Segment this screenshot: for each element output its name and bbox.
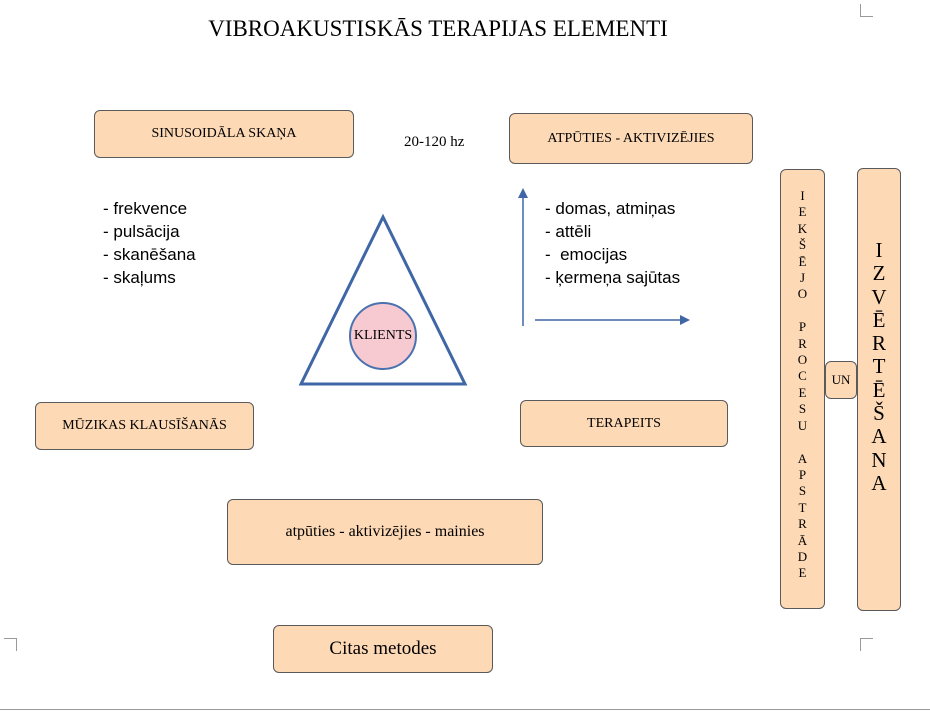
vertical-letter: O — [797, 352, 808, 368]
left-list: - frekvence - pulsācija - skanēšana - sk… — [103, 197, 196, 289]
vertical-letter: S — [798, 401, 807, 417]
vertical-letter: T — [872, 354, 886, 379]
list-item: - domas, atmiņas — [545, 199, 676, 218]
box-label: Citas metodes — [329, 638, 437, 659]
list-item: - skaļums — [103, 268, 176, 287]
vertical-letter: J — [799, 270, 806, 286]
vertical-letter: Š — [798, 237, 807, 253]
client-circle: KLIENTS — [349, 302, 417, 370]
vertical-letter: T — [798, 499, 807, 515]
vertical-letter: Ē — [798, 253, 807, 269]
box-label: TERAPEITS — [587, 415, 661, 431]
vertical-letter: Ē — [872, 377, 886, 402]
vertical-letter: Z — [872, 261, 886, 286]
vertical-letter: Ē — [872, 307, 886, 332]
vertical-letter: N — [871, 447, 887, 472]
box-atputies-aktivizejies: ATPŪTIES - AKTIVIZĒJIES — [509, 113, 753, 164]
list-item: - emocijas — [545, 245, 628, 264]
vertical-letter: S — [798, 483, 807, 499]
box-sinusoidala-skana: SINUSOIDĀLA SKAŅA — [94, 110, 354, 158]
vertical-letter: E — [798, 384, 807, 400]
box-un: UN — [825, 361, 857, 399]
box-muzikas-klausisanas: MŪZIKAS KLAUSĪŠANĀS — [35, 402, 254, 450]
diagram-title: VIBROAKUSTISKĀS TERAPIJAS ELEMENTI — [208, 16, 668, 41]
vertical-letter: Ā — [797, 532, 808, 548]
vertical-letter: R — [871, 331, 886, 356]
corner-mark-bottom-right — [860, 638, 873, 651]
vertical-letter: E — [798, 565, 807, 581]
frequency-label: 20-120 hz — [404, 134, 465, 150]
list-item: - frekvence — [103, 199, 188, 218]
vertical-letter: A — [871, 470, 887, 495]
box-label: atpūties - aktivizējies - mainies — [285, 523, 485, 540]
vertical-letter: R — [798, 516, 807, 532]
vertical-letter: P — [798, 466, 807, 482]
vertical-letter: Š — [873, 401, 885, 426]
vertical-letter: E — [798, 204, 807, 220]
vertical-letter — [801, 434, 804, 450]
vertical-letter: O — [797, 286, 808, 302]
box-citas-metodes: Citas metodes — [273, 625, 493, 673]
vertical-letter: A — [871, 424, 887, 449]
box-label: UN — [831, 372, 851, 387]
vertical-letter: K — [797, 220, 808, 236]
vertical-letter: C — [798, 368, 807, 384]
corner-mark-bottom-left — [4, 638, 17, 651]
box-label: ATPŪTIES - AKTIVIZĒJIES — [547, 130, 715, 146]
list-item: - skanēšana — [103, 245, 196, 264]
client-triangle — [298, 213, 468, 386]
vertical-letter — [801, 303, 804, 319]
list-item: - attēli — [545, 222, 592, 241]
list-item: - ķermeņa sajūtas — [545, 268, 681, 287]
vertical-letter: U — [797, 417, 808, 433]
box-label: MŪZIKAS KLAUSĪŠANĀS — [62, 418, 227, 433]
vertical-letter: A — [797, 450, 808, 466]
right-list: - domas, atmiņas - attēli - emocijas - ķ… — [545, 197, 680, 289]
box-atputies-mainies: atpūties - aktivizējies - mainies — [227, 499, 543, 565]
client-label: KLIENTS — [353, 328, 413, 343]
vertical-letter: V — [871, 284, 887, 309]
list-item: - pulsācija — [103, 222, 180, 241]
vertical-letter: R — [798, 335, 807, 351]
vertical-letter: I — [800, 188, 805, 203]
box-terapeits: TERAPEITS — [520, 400, 728, 447]
vertical-letter: I — [875, 238, 883, 262]
page-bottom-edge — [0, 709, 930, 710]
vertical-letter: P — [798, 319, 807, 335]
corner-mark-top-right — [860, 4, 873, 17]
vertical-letter: D — [797, 548, 808, 564]
box-label: SINUSOIDĀLA SKAŅA — [151, 126, 297, 141]
